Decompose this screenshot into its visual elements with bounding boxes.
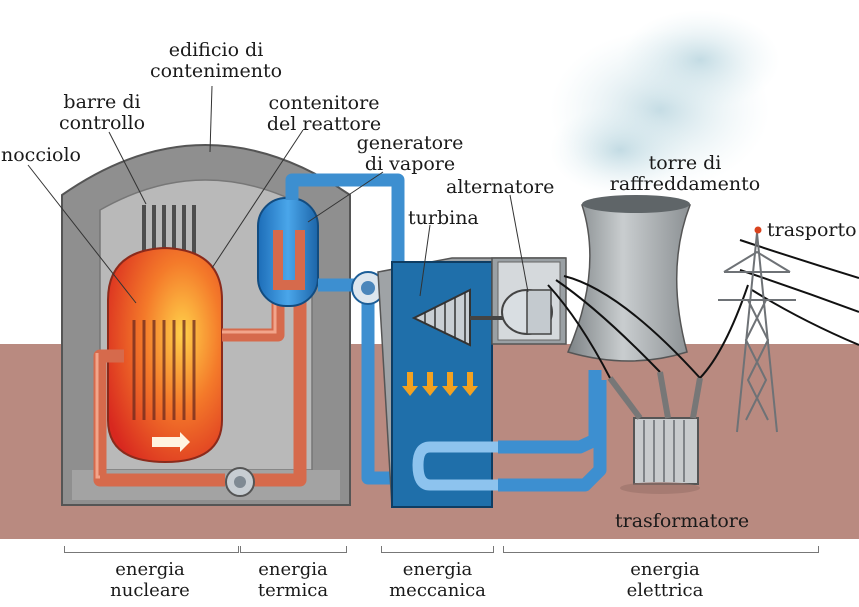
label-nocciolo-text: nocciolo — [1, 144, 81, 166]
bracket-meccanica — [381, 546, 494, 553]
power-lines — [547, 239, 859, 379]
label-contenitore-line1: contenitore — [268, 92, 380, 114]
stage-meccanica-line2: meccanica — [389, 580, 486, 601]
label-torre-line2: raffreddamento — [609, 173, 761, 195]
alternator — [501, 289, 553, 335]
stage-nucleare-line1: energia — [115, 559, 185, 580]
transformer — [607, 371, 703, 494]
label-generatore-di-vapore: generatore di vapore — [355, 133, 465, 175]
label-trasporto: trasporto — [767, 220, 857, 241]
stage-nucleare: energia nucleare — [100, 559, 200, 601]
label-alternatore-text: alternatore — [446, 176, 555, 198]
stage-nucleare-line2: nucleare — [110, 580, 190, 601]
label-alternatore: alternatore — [446, 177, 554, 198]
label-nocciolo: nocciolo — [1, 145, 81, 166]
label-contenitore-del-reattore: contenitore del reattore — [262, 93, 386, 135]
bracket-termica — [240, 546, 347, 553]
bracket-elettrica — [503, 546, 819, 553]
stage-meccanica: energia meccanica — [380, 559, 495, 601]
label-generatore-line2: di vapore — [364, 153, 456, 175]
stage-elettrica-line1: energia — [630, 559, 700, 580]
transmission-pylon — [718, 232, 796, 433]
stage-meccanica-line1: energia — [402, 559, 473, 580]
reactor-vessel — [107, 246, 223, 464]
label-torre-line1: torre di — [648, 152, 722, 174]
stage-termica-line1: energia — [258, 559, 328, 580]
bracket-nucleare — [64, 546, 239, 553]
stage-elettrica-line2: elettrica — [626, 580, 704, 601]
primary-pump — [225, 467, 255, 497]
label-edificio-line2: contenimento — [149, 60, 283, 82]
label-turbina: turbina — [408, 208, 479, 229]
cooling-tower — [566, 195, 692, 362]
steam-cloud — [550, 10, 780, 195]
stage-elettrica: energia elettrica — [610, 559, 720, 601]
label-trasformatore: trasformatore — [615, 511, 749, 532]
stage-termica: energia termica — [243, 559, 343, 601]
stage-termica-line2: termica — [257, 580, 329, 601]
label-edificio-di-contenimento: edificio di contenimento — [146, 40, 286, 82]
turbine — [411, 288, 505, 347]
label-barre-line2: controllo — [58, 112, 146, 134]
leader-lines — [27, 85, 529, 304]
label-edificio-line1: edificio di — [168, 39, 264, 61]
label-trasporto-text: trasporto — [767, 219, 857, 241]
label-contenitore-line2: del reattore — [266, 113, 382, 135]
label-trasformatore-text: trasformatore — [615, 510, 750, 532]
steam-generator — [257, 197, 319, 307]
transport-marker — [754, 226, 762, 234]
label-barre-line1: barre di — [63, 91, 141, 113]
condenser-arrows — [402, 372, 478, 396]
label-barre-di-controllo: barre di controllo — [52, 92, 152, 134]
label-turbina-text: turbina — [408, 207, 479, 229]
label-generatore-line1: generatore — [356, 132, 464, 154]
condenser-coil — [412, 441, 498, 491]
label-torre-di-raffreddamento: torre di raffreddamento — [590, 153, 780, 195]
